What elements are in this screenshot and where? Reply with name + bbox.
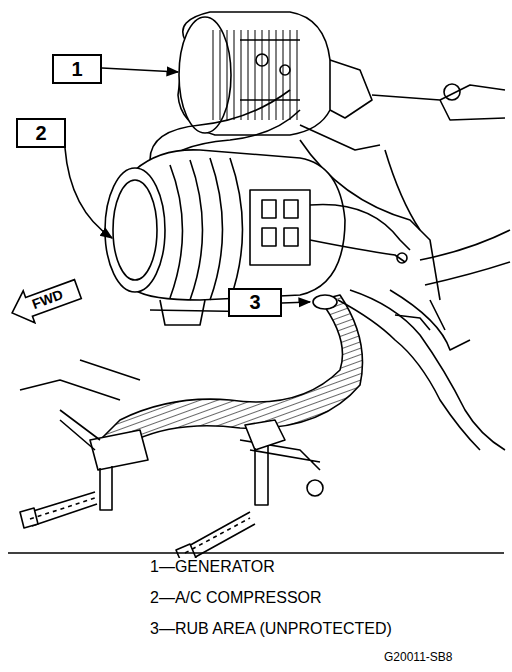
callout-box: 1 [52, 54, 102, 84]
direction-arrow: FWD [4, 270, 87, 331]
legend-entry: 2—A/C COMPRESSOR [150, 589, 322, 607]
callout-number: 2 [27, 122, 54, 145]
callout-box: 2 [16, 118, 66, 148]
callout-box: 3 [228, 288, 282, 317]
callout-number: 3 [241, 291, 268, 314]
figure-code: G20011-SB8 [384, 650, 453, 664]
legend-entry: 1—GENERATOR [150, 558, 275, 576]
legend-entry: 3—RUB AREA (UNPROTECTED) [150, 620, 392, 638]
callout-number: 1 [63, 58, 90, 81]
